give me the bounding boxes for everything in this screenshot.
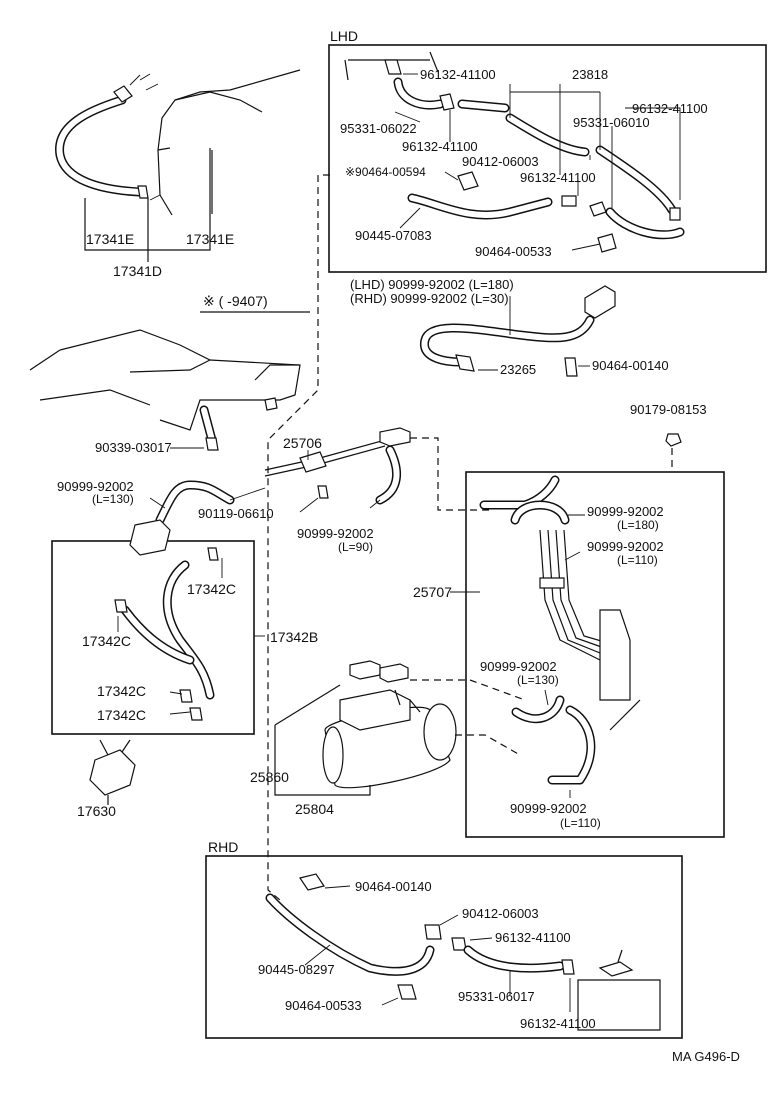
section-labels: LHD RHD ※ ( -9407) [203, 28, 358, 855]
label-90464-00594: ※90464-00594 [345, 165, 426, 179]
box-25707 [465, 471, 725, 838]
hose-23265-group [420, 285, 616, 377]
label-25707: 25707 [413, 584, 452, 600]
label-90464-00140-b: 90464-00140 [355, 879, 432, 894]
parts-17342 [114, 519, 265, 721]
label-hose-130-a-len: (L=130) [92, 492, 134, 506]
label-hose-110-a-len: (L=110) [617, 553, 658, 567]
label-hose-110-a: 90999-92002 [587, 539, 664, 554]
label-96132-41100-f: 96132-41100 [520, 1016, 596, 1031]
label-hose-130-a: 90999-92002 [57, 479, 134, 494]
label-96132-41100-d: 96132-41100 [520, 170, 596, 185]
parts-25707 [450, 475, 641, 798]
lhd-label: LHD [330, 28, 358, 44]
label-17342B: 17342B [270, 629, 318, 645]
label-90464-00140-a: 90464-00140 [592, 358, 669, 373]
label-90464-00533-b: 90464-00533 [285, 998, 362, 1013]
label-95331-06010: 95331-06010 [573, 115, 650, 130]
label-hose-130-b-len: (L=130) [517, 673, 559, 687]
label-hose-110-b-len: (L=110) [560, 816, 601, 830]
label-90412-06003-a: 90412-06003 [462, 154, 539, 169]
canister-25804 [274, 660, 526, 796]
label-hose-rhd: (RHD) 90999-92002 (L=30) [350, 291, 509, 306]
label-hose-180: 90999-92002 [587, 504, 664, 519]
label-90339-03017: 90339-03017 [95, 440, 172, 455]
label-90119-06610: 90119-06610 [198, 506, 274, 521]
valve-17630 [89, 739, 136, 805]
rhd-box [205, 855, 683, 1039]
lhd-box [328, 44, 767, 273]
label-96132-41100-a: 96132-41100 [420, 67, 496, 82]
label-96132-41100-c: 96132-41100 [402, 139, 478, 154]
lhd-parts [344, 51, 685, 253]
label-90445-08297: 90445-08297 [258, 962, 335, 977]
label-17630: 17630 [77, 803, 116, 819]
rhd-label: RHD [208, 839, 238, 855]
label-90464-00533-a: 90464-00533 [475, 244, 552, 259]
label-90179-08153: 90179-08153 [630, 402, 707, 417]
label-hose-90: 90999-92002 [297, 526, 374, 541]
bracket-25706 [264, 427, 490, 513]
label-17341D: 17341D [113, 263, 162, 279]
label-17342C-c: 17342C [97, 683, 146, 699]
nut-90179 [665, 433, 682, 447]
dash-link-main [267, 174, 330, 901]
label-hose-110-b: 90999-92002 [510, 801, 587, 816]
label-95331-06022: 95331-06022 [340, 121, 417, 136]
label-17342C-d: 17342C [97, 707, 146, 723]
engine-top-left [149, 69, 301, 216]
label-90412-06003-b: 90412-06003 [462, 906, 539, 921]
engine-mid-left [29, 329, 301, 451]
label-17341E-b: 17341E [186, 231, 234, 247]
label-95331-06017: 95331-06017 [458, 989, 535, 1004]
footer-code: MA G496-D [672, 1049, 740, 1064]
label-hose-130-b: 90999-92002 [480, 659, 557, 674]
label-96132-41100-b: 96132-41100 [632, 101, 708, 116]
label-25706: 25706 [283, 435, 322, 451]
rhd-parts [265, 873, 661, 1031]
part-labels: 96132-41100 23818 96132-41100 95331-0602… [57, 67, 740, 1064]
label-17342C-a: 17342C [187, 581, 236, 597]
label-17341E-a: 17341E [86, 231, 134, 247]
label-25804: 25804 [295, 801, 334, 817]
label-hose-90-len: (L=90) [338, 540, 373, 554]
hose-17341 [55, 73, 211, 262]
label-25860: 25860 [250, 769, 289, 785]
label-23265: 23265 [500, 362, 536, 377]
label-96132-41100-e: 96132-41100 [495, 930, 571, 945]
label-hose-lhd: (LHD) 90999-92002 (L=180) [350, 277, 514, 292]
date-note: ※ ( -9407) [203, 293, 268, 309]
label-23818: 23818 [572, 67, 608, 82]
label-90445-07083: 90445-07083 [355, 228, 432, 243]
label-hose-180-len: (L=180) [617, 518, 659, 532]
label-17342C-b: 17342C [82, 633, 131, 649]
